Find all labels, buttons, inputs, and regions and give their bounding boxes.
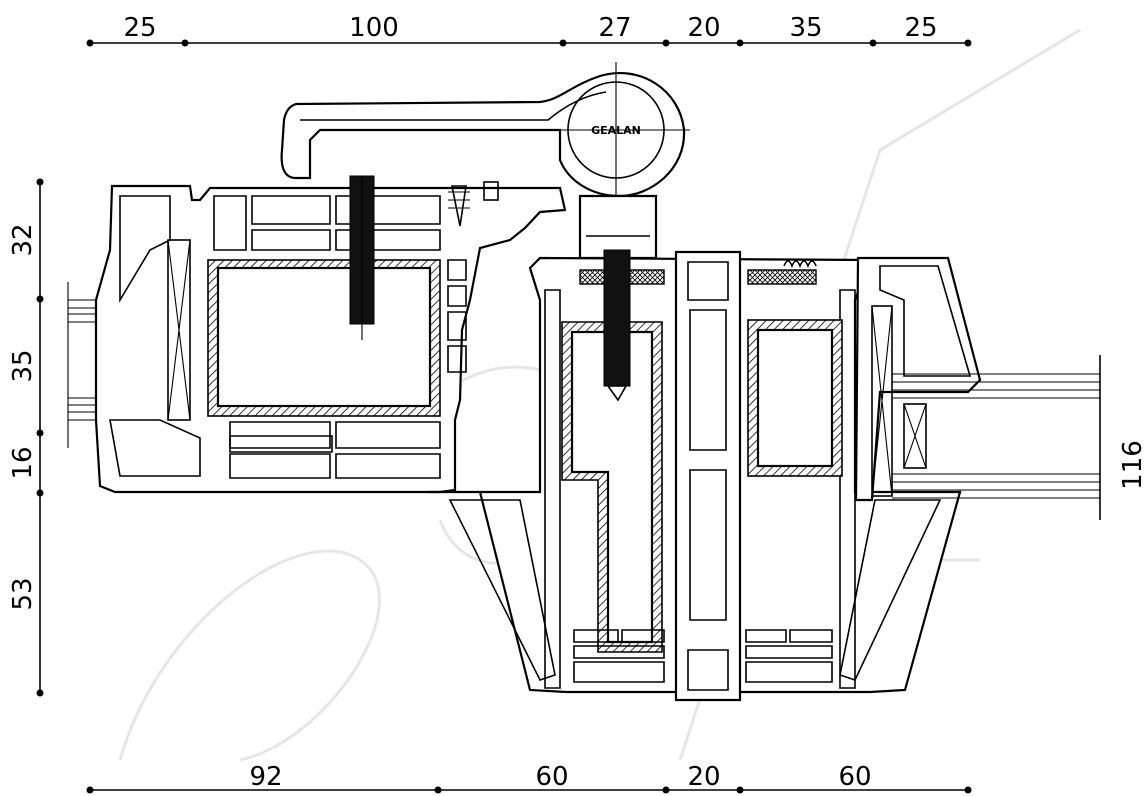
dim-left-4: 53: [8, 577, 38, 610]
window-handle: GEALAN: [280, 62, 690, 260]
dim-left-2: 35: [8, 349, 38, 382]
dim-bottom-1: 92: [249, 762, 282, 792]
left-dimension-chain: 32 35 16 53: [8, 178, 44, 697]
dim-top-1: 25: [123, 13, 156, 43]
top-dimension-chain: 25 100 27 20 35 25: [86, 13, 972, 47]
mullion-profile: [428, 250, 962, 702]
dim-right-1: 116: [1118, 440, 1147, 490]
frame-screw: [349, 175, 375, 340]
dim-top-4: 20: [687, 13, 720, 43]
bottom-dimension-chain: 92 60 20 60: [86, 762, 972, 794]
handle-logo: GEALAN: [591, 124, 641, 137]
dim-top-6: 25: [904, 13, 937, 43]
dim-left-3: 16: [8, 446, 38, 479]
right-frame-profile: [854, 256, 982, 502]
dim-top-2: 100: [349, 13, 399, 43]
dim-bottom-4: 60: [838, 762, 871, 792]
small-fixing-screw: [448, 181, 499, 227]
mullion-screw: [603, 249, 631, 402]
dim-top-3: 27: [598, 13, 631, 43]
dim-bottom-3: 20: [687, 762, 720, 792]
dim-left-1: 32: [8, 223, 38, 256]
right-glazing: [892, 373, 1100, 499]
dim-top-5: 35: [789, 13, 822, 43]
left-frame-profile: [94, 184, 567, 494]
right-dimension: 116: [1099, 355, 1147, 520]
dim-bottom-2: 60: [535, 762, 568, 792]
